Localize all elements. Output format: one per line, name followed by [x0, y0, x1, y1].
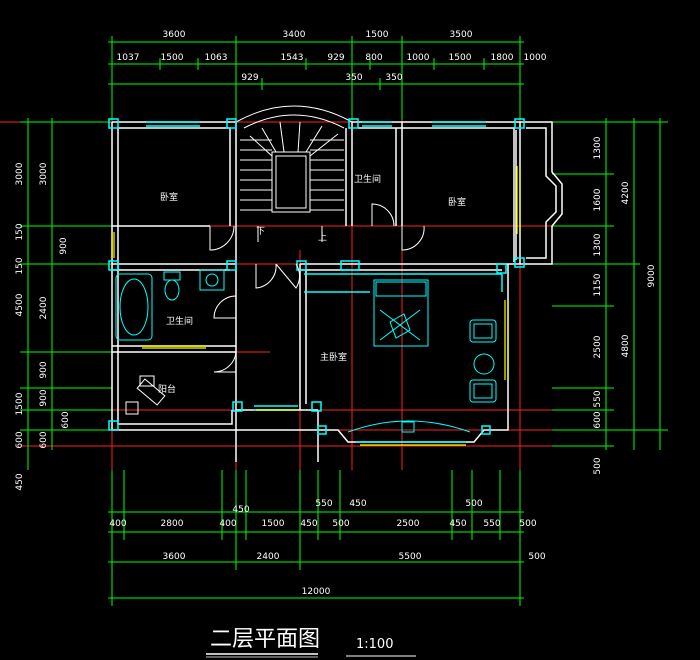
dim-top-2: 1500 — [449, 53, 472, 63]
dim-left-2: 2400 — [39, 296, 49, 319]
dim-bottom-2: 400 — [219, 519, 236, 529]
drawing-scale-text: 1:100 — [356, 637, 393, 652]
room-labels: 卧室 卧室 卫生间 卫生间 主卧室 阳台 下 上 — [158, 173, 466, 395]
dim-top-2: 1037 — [117, 53, 140, 63]
staircase — [235, 105, 353, 242]
stair-up-label: 上 — [318, 232, 327, 243]
dim-right-1: 1300 — [593, 233, 603, 256]
dim-right-1: 2500 — [593, 335, 603, 358]
dim-bottom-2: 400 — [109, 519, 126, 529]
room-bedroom-left: 卧室 — [160, 191, 178, 203]
dim-right-1: 550 — [593, 390, 603, 407]
dim-left-1: 150 — [15, 257, 25, 274]
dim-left-1: 600 — [15, 431, 25, 448]
dim-bottom-1: 550 — [315, 499, 332, 509]
dim-top-1: 1500 — [366, 30, 389, 40]
dim-top-1: 3500 — [450, 30, 473, 40]
dim-right-2: 4800 — [621, 334, 631, 357]
dim-left-2: 3000 — [39, 162, 49, 185]
dim-right-total: 9000 — [647, 264, 657, 287]
dim-bottom-3: 2400 — [257, 552, 280, 562]
dim-bottom-2: 2800 — [161, 519, 184, 529]
dim-left-1: 1500 — [15, 392, 25, 415]
dim-bottom-3: 3600 — [163, 552, 186, 562]
room-bathroom-left: 卫生间 — [166, 315, 193, 327]
door-swings — [209, 203, 425, 373]
dim-right-1: 600 — [593, 411, 603, 428]
room-master-bedroom: 主卧室 — [320, 351, 347, 363]
dim-bottom-3: 5500 — [399, 552, 422, 562]
dim-top-2: 1800 — [491, 53, 514, 63]
stair-down-label: 下 — [256, 227, 265, 237]
dim-top-2: 800 — [365, 53, 382, 63]
dim-right-1: 1150 — [593, 273, 603, 296]
dim-top-2: 1543 — [281, 53, 304, 63]
dim-left-1: 4500 — [15, 293, 25, 316]
drawing-title-text: 二层平面图 — [210, 627, 320, 652]
dim-bottom-1: 450 — [349, 499, 366, 509]
dim-bottom-1: 450 — [232, 505, 249, 515]
dim-top-2: 1000 — [524, 53, 547, 63]
dim-top-3: 350 — [345, 73, 362, 83]
dimension-lines — [20, 36, 668, 606]
dim-bottom-2: 500 — [332, 519, 349, 529]
dim-top-2: 1063 — [205, 53, 228, 63]
drawing-title: 二层平面图 1:100 — [206, 627, 416, 658]
dim-left-2: 900 — [59, 237, 69, 254]
dim-left-1: 3000 — [15, 162, 25, 185]
dim-right-2: 4200 — [621, 181, 631, 204]
fixtures — [115, 269, 497, 433]
dim-bottom-total: 12000 — [302, 587, 331, 597]
dim-bottom-2: 450 — [449, 519, 466, 529]
dim-right-1: 1600 — [593, 188, 603, 211]
doors — [111, 166, 521, 446]
balcony-furniture — [125, 375, 166, 415]
dim-top-2: 929 — [327, 53, 344, 63]
dim-left-1: 450 — [15, 473, 25, 490]
dim-left-2: 600 — [39, 431, 49, 448]
dim-right-1: 500 — [593, 457, 603, 474]
dimension-labels: 3600 3400 1500 3500 1037 1500 1063 1543 … — [15, 30, 657, 597]
dim-bottom-2: 500 — [519, 519, 536, 529]
dim-top-3: 350 — [385, 73, 402, 83]
dim-bottom-2: 450 — [300, 519, 317, 529]
dim-top-1: 3600 — [163, 30, 186, 40]
room-bathroom-top: 卫生间 — [354, 173, 381, 185]
dim-left-1: 150 — [15, 223, 25, 240]
dim-bottom-2: 2500 — [397, 519, 420, 529]
dim-bottom-3: 500 — [528, 552, 545, 562]
dim-left-2: 900 — [39, 361, 49, 378]
dim-bottom-1: 500 — [465, 499, 482, 509]
dim-top-3: 929 — [241, 73, 258, 83]
dim-bottom-2: 1500 — [262, 519, 285, 529]
dim-bottom-2: 550 — [483, 519, 500, 529]
room-bedroom-right: 卧室 — [448, 196, 466, 208]
room-balcony: 阳台 — [158, 383, 176, 395]
dim-top-2: 1000 — [407, 53, 430, 63]
dim-top-1: 3400 — [283, 30, 306, 40]
dim-top-2: 1500 — [161, 53, 184, 63]
dim-left-2: 600 — [61, 411, 71, 428]
dim-right-1: 1300 — [593, 136, 603, 159]
dim-left-2: 900 — [39, 389, 49, 406]
